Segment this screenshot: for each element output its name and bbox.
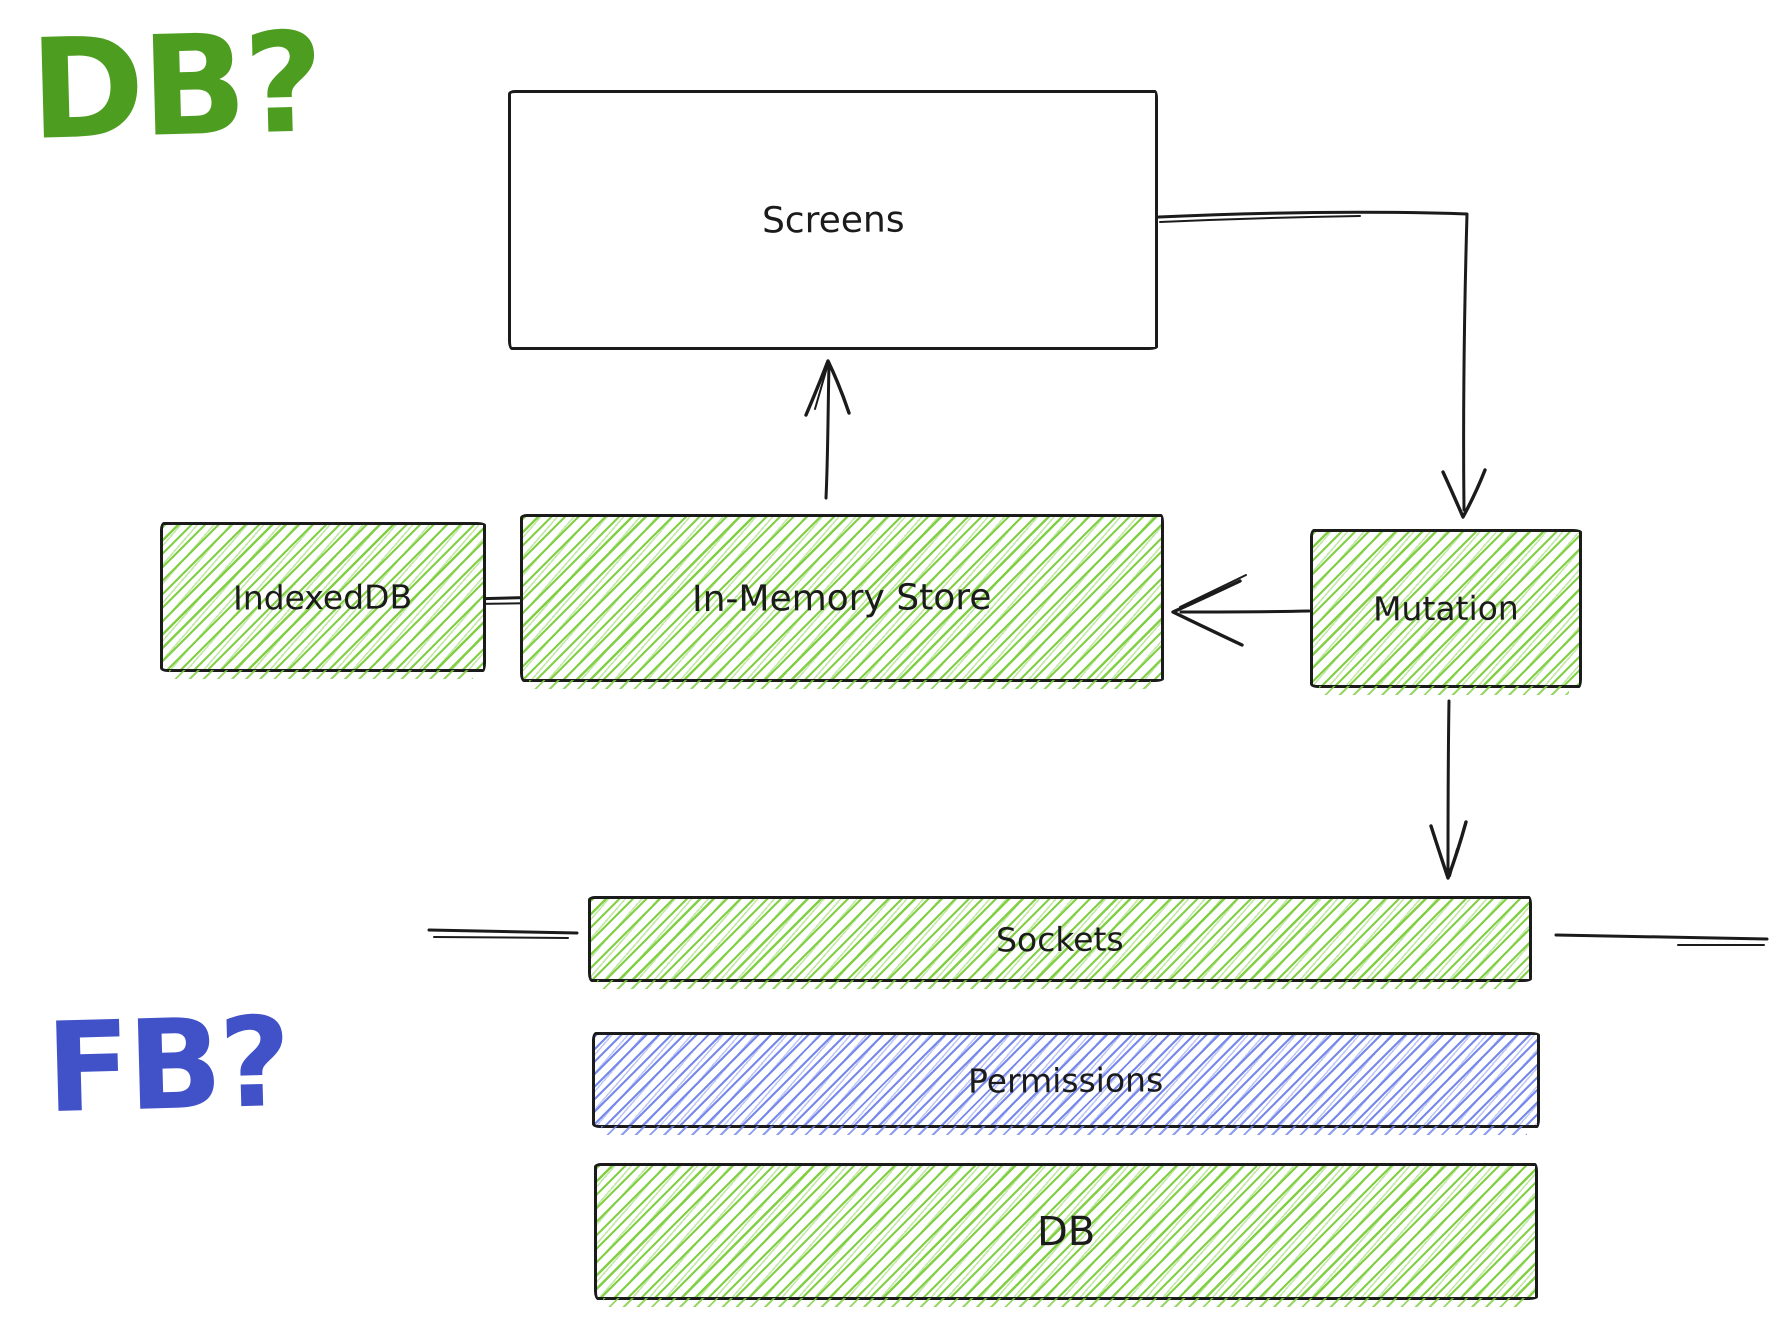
node-db-label: DB (1036, 1208, 1096, 1255)
node-sockets[interactable]: Sockets (588, 896, 1532, 989)
node-mutation-label: Mutation (1372, 588, 1520, 629)
annotation-fb-question[interactable]: FB? (44, 990, 290, 1142)
node-indexeddb-label: IndexedDB (233, 576, 413, 618)
line-left-of-sockets[interactable] (427, 928, 579, 939)
node-db[interactable]: DB (594, 1163, 1538, 1307)
node-permissions[interactable]: Permissions (592, 1032, 1540, 1135)
arrow-mutation-to-memory[interactable] (1171, 574, 1311, 647)
node-indexeddb[interactable]: IndexedDB (160, 522, 486, 679)
line-right-of-sockets[interactable] (1554, 933, 1769, 946)
node-in-memory-store-label: In-Memory Store (692, 576, 992, 620)
arrow-screens-to-mutation[interactable] (1157, 210, 1487, 519)
node-screens-label: Screens (761, 199, 905, 241)
node-screens[interactable]: Screens (508, 90, 1158, 350)
arrow-mutation-to-sockets[interactable] (1429, 699, 1468, 880)
node-mutation[interactable]: Mutation (1310, 529, 1582, 695)
node-sockets-label: Sockets (996, 919, 1124, 959)
node-permissions-label: Permissions (968, 1059, 1164, 1101)
node-in-memory-store[interactable]: In-Memory Store (520, 514, 1164, 689)
arrow-memory-to-screens[interactable] (804, 359, 851, 500)
annotation-db-question[interactable]: DB? (27, 2, 323, 171)
